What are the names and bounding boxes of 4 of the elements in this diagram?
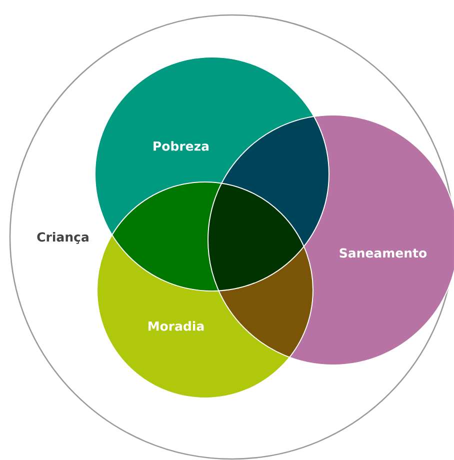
circle-label: Moradia: [148, 321, 204, 331]
circle-label: Pobreza: [154, 141, 209, 151]
circle-label: Saneamento: [340, 248, 427, 258]
circle-label: Criança: [37, 232, 88, 244]
